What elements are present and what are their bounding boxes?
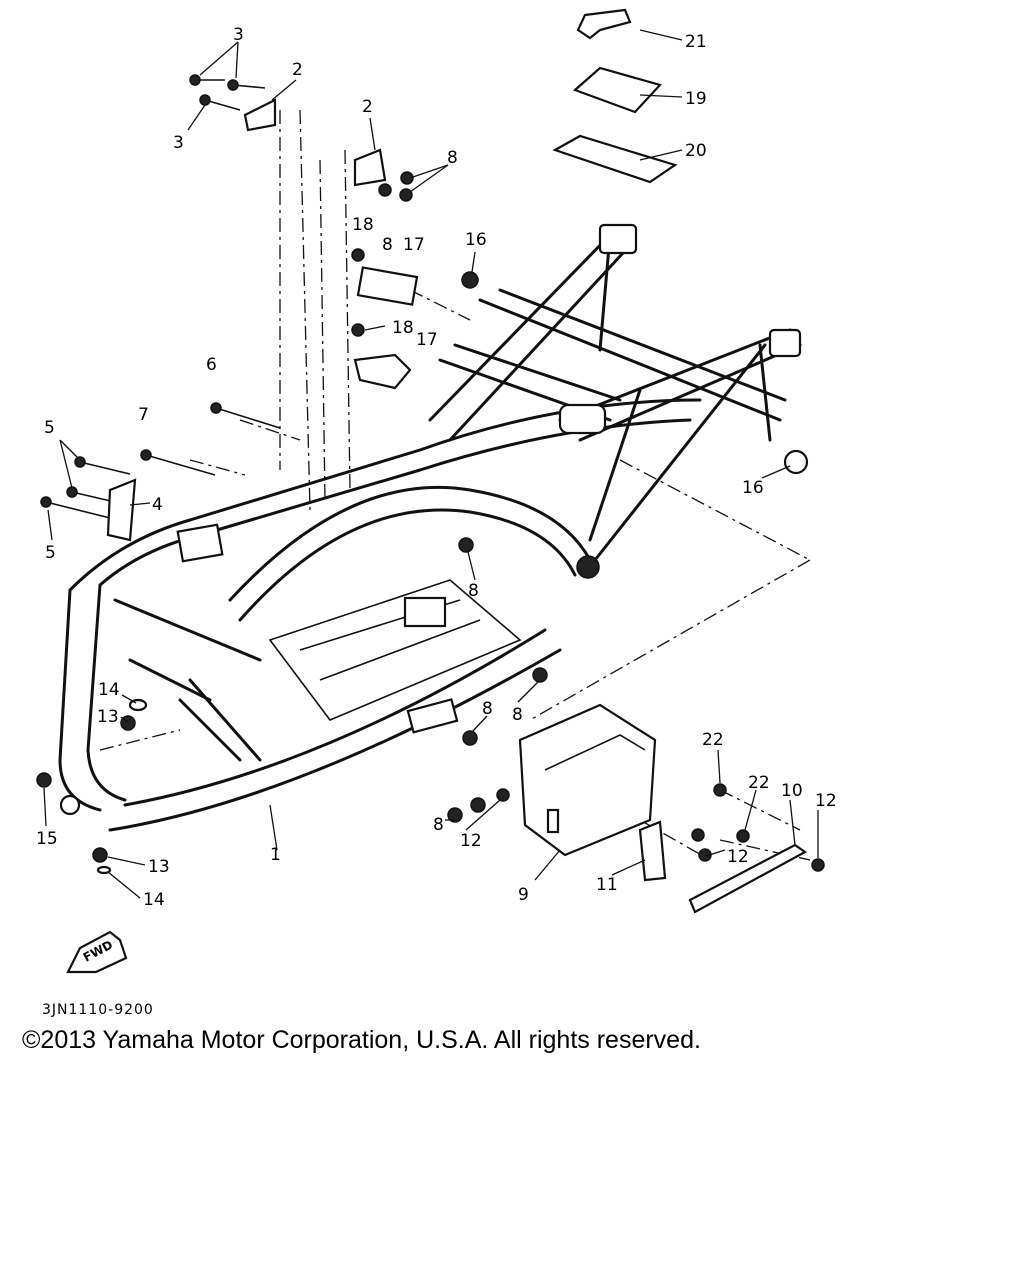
callout-14: 14 <box>98 680 120 700</box>
callout-14: 14 <box>143 890 165 910</box>
callout-10: 10 <box>781 781 803 801</box>
callout-15: 15 <box>36 829 58 849</box>
callout-4: 4 <box>152 495 163 515</box>
callout-13: 13 <box>148 857 170 877</box>
callout-1: 1 <box>270 845 281 865</box>
callout-2: 2 <box>292 60 303 80</box>
callout-5: 5 <box>45 543 56 563</box>
callout-18: 18 <box>392 318 414 338</box>
callout-22: 22 <box>702 730 724 750</box>
callout-19: 19 <box>685 89 707 109</box>
callout-11: 11 <box>596 875 618 895</box>
callout-13: 13 <box>97 707 119 727</box>
callout-17: 17 <box>416 330 438 350</box>
drawing-code: 3JN1110-9200 <box>42 1002 154 1018</box>
callout-21: 21 <box>685 32 707 52</box>
callout-8: 8 <box>482 699 493 719</box>
callout-20: 20 <box>685 141 707 161</box>
leader-lines <box>43 29 819 899</box>
callout-12: 12 <box>815 791 837 811</box>
callout-12: 12 <box>460 831 482 851</box>
callout-8: 8 <box>433 815 444 835</box>
callout-17: 17 <box>403 235 425 255</box>
callout-12: 12 <box>727 847 749 867</box>
callout-22: 22 <box>748 773 770 793</box>
callout-8: 8 <box>382 235 393 255</box>
main-frame <box>58 223 802 832</box>
callout-7: 7 <box>138 405 149 425</box>
callout-8: 8 <box>512 705 523 725</box>
reference-lines <box>99 109 811 861</box>
callout-9: 9 <box>518 885 529 905</box>
callout-18: 18 <box>352 215 374 235</box>
copyright-notice: ©2013 Yamaha Motor Corporation, U.S.A. A… <box>22 1026 701 1054</box>
callout-16: 16 <box>465 230 487 250</box>
callout-3: 3 <box>233 25 244 45</box>
callout-16: 16 <box>742 478 764 498</box>
callout-8: 8 <box>468 581 479 601</box>
callout-labels: 1 2 2 3 3 4 5 5 6 7 8 8 8 8 8 8 9 10 11 … <box>36 25 837 910</box>
callout-8: 8 <box>447 148 458 168</box>
callout-3: 3 <box>173 133 184 153</box>
fasteners-and-brackets <box>36 8 825 914</box>
frame-parts-diagram: 1 2 2 3 3 4 5 5 6 7 8 8 8 8 8 8 9 10 11 … <box>36 8 837 974</box>
callout-6: 6 <box>206 355 217 375</box>
callout-2: 2 <box>362 97 373 117</box>
fwd-arrow-icon: FWD <box>66 930 128 974</box>
callout-5: 5 <box>44 418 55 438</box>
